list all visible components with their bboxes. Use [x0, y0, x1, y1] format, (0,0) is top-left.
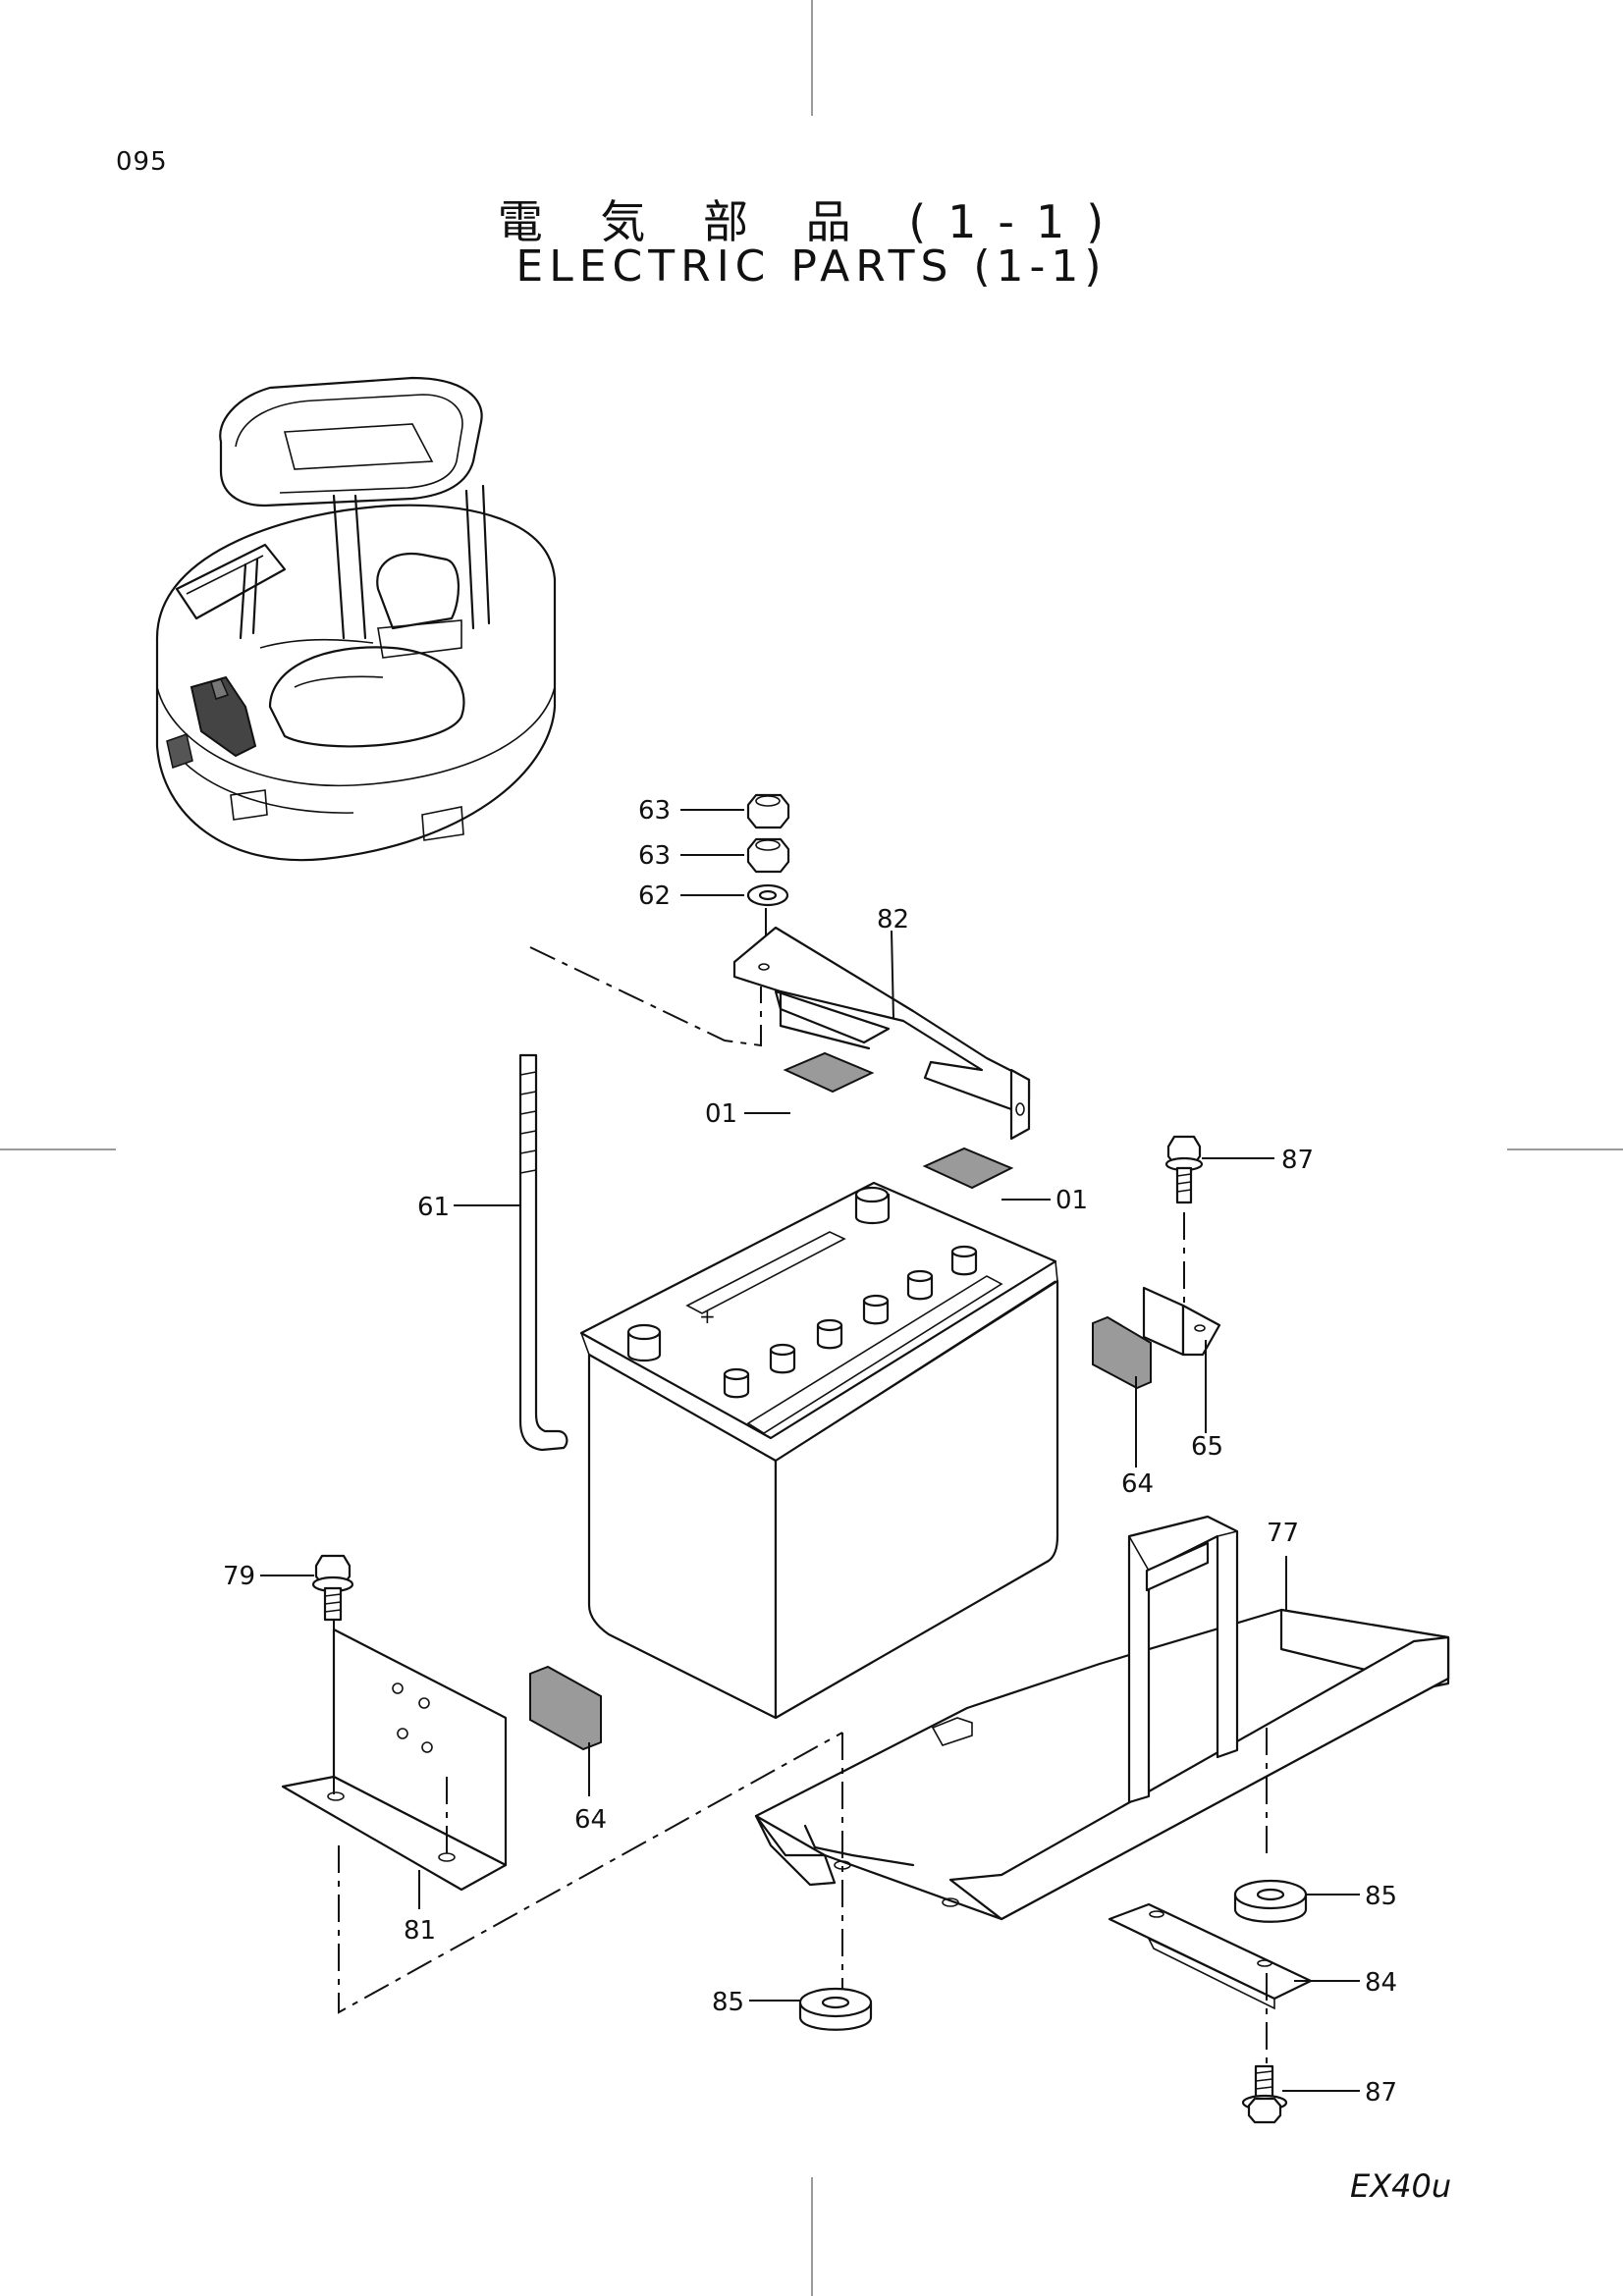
callout-label: 82: [877, 905, 909, 934]
crop-mark-bottom: [811, 2177, 813, 2296]
callout-87-lower: 87: [1282, 2078, 1397, 2108]
callout-label: 85: [1365, 1882, 1397, 1911]
pad-64-left: [529, 1665, 602, 1751]
svg-text:+: +: [699, 1305, 716, 1328]
callout-64-left: 64: [574, 1742, 607, 1835]
callout-85-right: 85: [1306, 1882, 1397, 1911]
callout-label: 63: [638, 841, 671, 871]
bracket-81: [281, 1628, 508, 1892]
callout-87-upper: 87: [1202, 1146, 1314, 1175]
battery-terminal-positive: [626, 1323, 662, 1362]
page-title-english: ELECTRIC PARTS (1-1): [515, 241, 1108, 292]
callout-label: 77: [1267, 1519, 1299, 1548]
callout-label: 85: [712, 1988, 744, 2017]
rubber-mount-85-left: [798, 1987, 873, 2031]
crop-mark-right: [1507, 1148, 1623, 1150]
callout-81: 81: [404, 1870, 436, 1946]
callout-77: 77: [1267, 1519, 1299, 1610]
callout-label: 65: [1191, 1432, 1223, 1462]
callout-label: 64: [574, 1805, 607, 1835]
battery-vent-caps: [723, 1245, 978, 1399]
callout-64-right: 64: [1121, 1376, 1154, 1499]
battery-tray-77: [754, 1515, 1450, 1921]
callout-label: 87: [1365, 2078, 1397, 2108]
page-title-japanese: 電 気 部 品 (1-1): [497, 195, 1126, 248]
callout-63-lower: 63: [638, 841, 744, 871]
callout-label: 63: [638, 796, 671, 826]
callout-85-left: 85: [712, 1988, 800, 2017]
pad-01-right: [922, 1147, 1014, 1190]
crop-mark-top: [811, 0, 813, 116]
bolt-87-upper: [1164, 1135, 1204, 1204]
callout-label: 01: [705, 1099, 737, 1129]
bracket-65: [1142, 1286, 1221, 1357]
callout-79: 79: [223, 1562, 314, 1591]
crop-mark-left: [0, 1148, 116, 1150]
callout-label: 64: [1121, 1469, 1154, 1499]
page-number: 095: [116, 147, 168, 177]
callout-84: 84: [1294, 1968, 1397, 1998]
battery-bracket-82: [732, 926, 1031, 1141]
pad-01-left: [783, 1051, 875, 1094]
nut-63-upper: [746, 793, 790, 829]
callout-label: 81: [404, 1916, 436, 1946]
bolt-87-lower: [1241, 2064, 1288, 2124]
battery: +: [579, 1181, 1059, 1720]
nut-63-lower: [746, 837, 790, 874]
washer-62: [746, 883, 789, 907]
callout-label: 87: [1281, 1146, 1314, 1175]
rubber-mount-85-right: [1233, 1879, 1308, 1923]
callout-63-upper: 63: [638, 796, 744, 826]
pad-64-right: [1092, 1315, 1152, 1390]
callout-01-right: 01: [1001, 1186, 1088, 1215]
callout-65: 65: [1191, 1340, 1223, 1462]
model-code: EX40u: [1350, 2167, 1452, 2205]
callout-label: 01: [1055, 1186, 1088, 1215]
callout-62: 62: [638, 881, 744, 911]
callout-61: 61: [417, 1193, 520, 1222]
callout-label: 84: [1365, 1968, 1397, 1998]
j-rod-61: [518, 1053, 568, 1452]
machine-overview-illustration: [155, 376, 557, 862]
callout-82: 82: [877, 905, 909, 1020]
battery-terminal-negative: [854, 1186, 891, 1225]
callout-label: 62: [638, 881, 671, 911]
callout-label: 61: [417, 1193, 450, 1222]
callout-01-left: 01: [705, 1099, 790, 1129]
bolt-79: [311, 1554, 354, 1622]
callout-label: 79: [223, 1562, 255, 1591]
